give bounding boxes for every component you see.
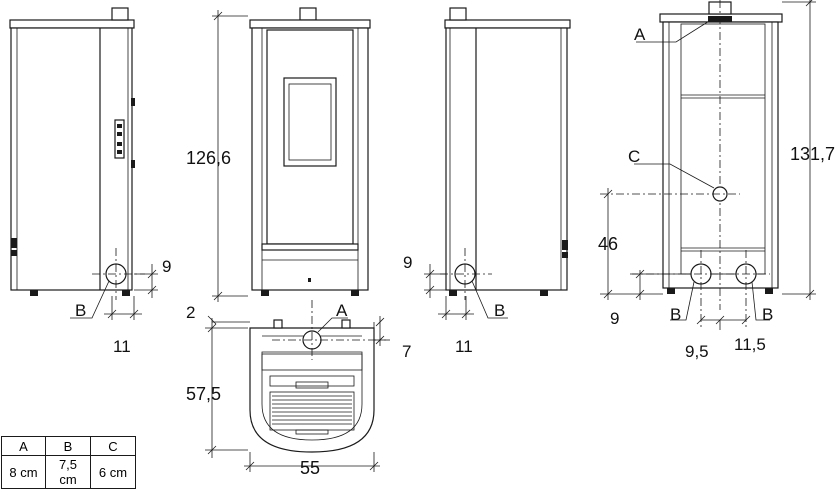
table-cell-c: 6 cm: [90, 455, 136, 489]
table-header-c: C: [90, 436, 136, 456]
dim-width: 55: [300, 458, 320, 478]
dim-side-outlet-depth-left: 11: [113, 337, 131, 356]
callout-b-rear-right: B: [762, 305, 773, 324]
table-header-b: B: [45, 436, 91, 456]
side-view-left: B 9 11: [9, 7, 171, 356]
dim-side-outlet-height-right: 9: [403, 253, 412, 272]
dim-b-right-offset: 11,5: [734, 335, 766, 354]
connection-size-table: A B C 8 cm 7,5 cm 6 cm: [1, 436, 136, 489]
dim-rear-inlet-height: 9: [610, 309, 619, 328]
dim-side-outlet-height-left: 9: [162, 257, 171, 276]
callout-b-rear-left: B: [670, 305, 681, 324]
dim-rear-gap: 2: [186, 303, 195, 322]
table-header-a: A: [1, 436, 46, 456]
dim-c-outlet-height: 46: [598, 234, 618, 254]
table-header-row: A B C: [1, 436, 136, 456]
front-view: 126,6: [186, 7, 371, 302]
rear-view: A C B B 131,7 46 9 9,5 11,5: [598, 0, 835, 361]
table-row: 8 cm 7,5 cm 6 cm: [1, 455, 136, 489]
table-cell-a: 8 cm: [1, 455, 46, 489]
side-view-right: B 9 11: [403, 7, 571, 356]
dim-total-height-with-flue: 131,7: [790, 144, 835, 164]
dim-depth: 57,5: [186, 384, 221, 404]
callout-b-right: B: [494, 301, 505, 320]
callout-c-rear: C: [628, 147, 640, 166]
callout-b-left: B: [75, 301, 86, 320]
callout-a-top: A: [336, 301, 348, 320]
dim-side-outlet-depth-right: 11: [455, 337, 473, 356]
callout-a-rear: A: [634, 25, 646, 44]
table-cell-b: 7,5 cm: [45, 455, 91, 489]
dim-flue-offset: 7: [402, 342, 411, 361]
dim-total-height: 126,6: [186, 148, 231, 168]
dim-b-left-offset: 9,5: [685, 342, 709, 361]
top-view: A 2 7 57,5 55: [186, 300, 411, 478]
vent-grille: [269, 391, 355, 431]
